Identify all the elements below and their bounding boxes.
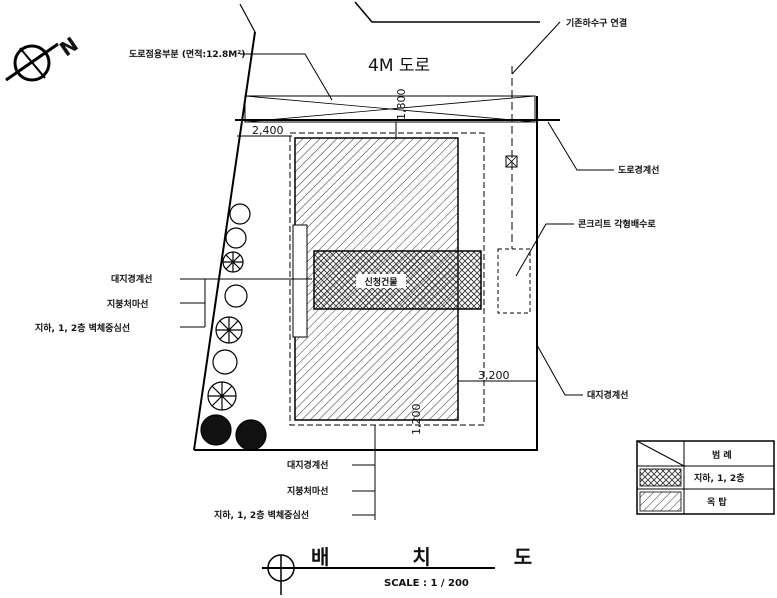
top-left-edge xyxy=(239,3,256,33)
concrete-ditch xyxy=(497,248,531,314)
west-site-boundary-label: 대지경계선 xyxy=(111,273,152,285)
encroach-diag-2 xyxy=(244,95,536,123)
east-boundary-leader xyxy=(536,344,583,396)
building-label: 신청건물 xyxy=(364,276,397,288)
encroach-leader xyxy=(240,53,333,101)
west-eave-label: 지붕처마선 xyxy=(107,298,148,310)
east-boundary-label: 대지경계선 xyxy=(587,389,628,401)
drawing-title: 배 치 도 xyxy=(311,545,570,569)
road-edge-line xyxy=(354,1,540,23)
manhole-x xyxy=(505,155,518,168)
encroach-label: 도로점용부분 (면적:12.8M²) xyxy=(129,48,245,60)
dim-north-setback: 1,800 xyxy=(395,89,408,121)
road-boundary-label: 도로경계선 xyxy=(618,164,659,176)
drawing-scale: SCALE : 1 / 200 xyxy=(384,578,469,589)
road-boundary-leader xyxy=(547,121,614,171)
legend: 범 례 지하, 1, 2층 옥 탑 xyxy=(636,440,775,515)
south-wall-label: 지하, 1, 2층 벽체중심선 xyxy=(214,509,309,521)
road-name: 4M 도로 xyxy=(368,56,430,76)
west-wall-label: 지하, 1, 2층 벽체중심선 xyxy=(35,322,130,334)
building-notch xyxy=(292,224,308,338)
south-eave-label: 지붕처마선 xyxy=(287,485,328,497)
dim-south: 1,200 xyxy=(410,404,423,436)
sewer-label: 기존하수구 연결 xyxy=(566,17,627,29)
manhole-icon xyxy=(505,155,518,168)
ditch-label: 콘크리트 각형배수로 xyxy=(578,218,656,230)
trees xyxy=(200,203,267,451)
south-label-group: 대지경계선 지붕처마선 지하, 1, 2층 벽체중심선 xyxy=(214,459,375,521)
site-boundary xyxy=(194,96,538,451)
dim-east: 3,200 xyxy=(478,369,510,382)
north-arrow-label: N xyxy=(55,32,82,61)
west-label-group: 대지경계선 지붕처마선 지하, 1, 2층 벽체중심선 xyxy=(35,273,312,334)
sewer-leader xyxy=(511,21,561,75)
legend-header: 범 례 xyxy=(712,449,732,461)
title-block: 배 치 도 SCALE : 1 / 200 xyxy=(262,545,570,595)
building-label-bg xyxy=(356,274,406,288)
ditch-leader xyxy=(515,223,574,277)
road-encroach-strip xyxy=(244,95,536,123)
south-site-boundary-label: 대지경계선 xyxy=(287,459,328,471)
legend-row1: 지하, 1, 2층 xyxy=(694,472,744,484)
legend-row2: 옥 탑 xyxy=(707,496,727,508)
dim-north-west: 2,400 xyxy=(252,124,284,137)
north-arrow-icon: N xyxy=(5,32,83,82)
